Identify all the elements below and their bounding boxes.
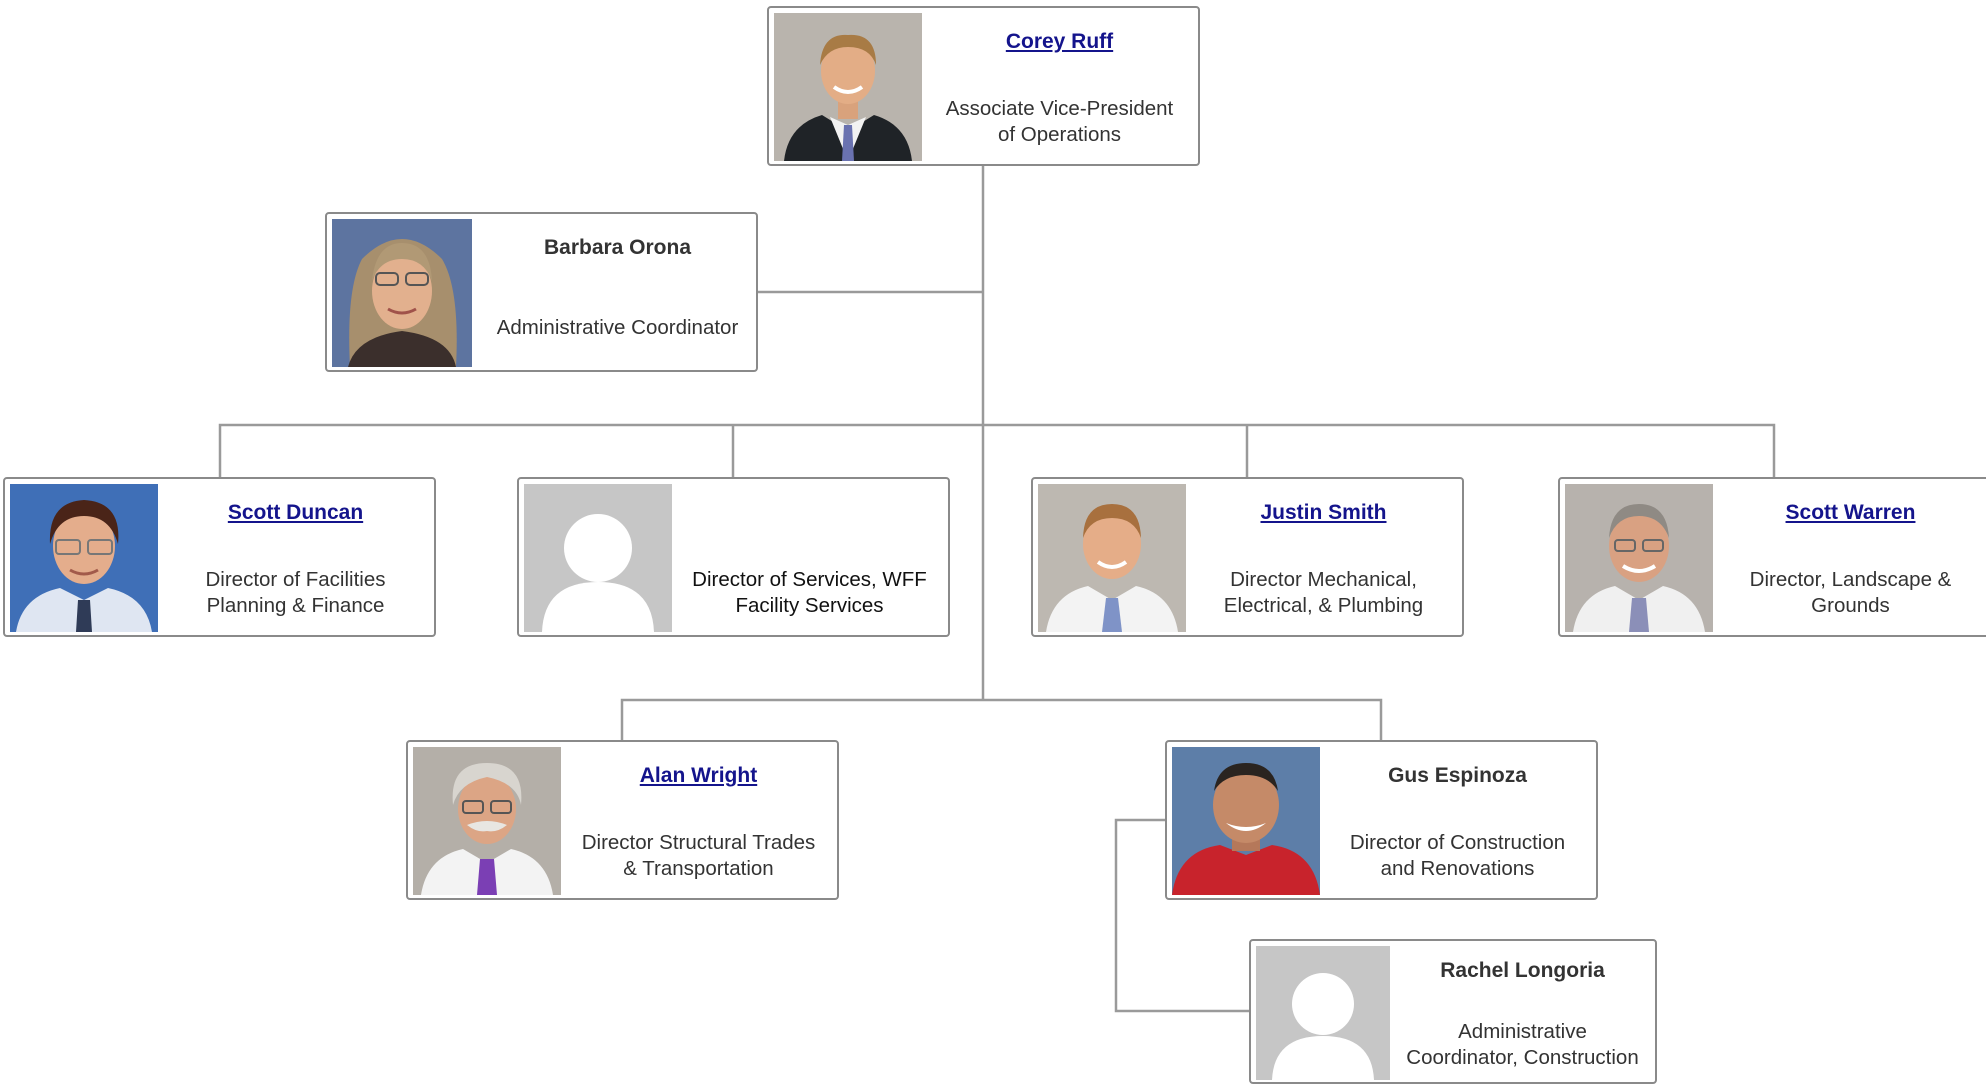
- title-rachel-longoria: Administrative Coordinator, Construction: [1406, 1020, 1639, 1069]
- title-scott-duncan: Director of Facilities Planning & Financ…: [205, 568, 386, 617]
- photo-scott-warren: [1565, 484, 1713, 632]
- connector-directors-bus: [218, 423, 1776, 477]
- connector-rachel: [1114, 818, 1249, 1013]
- title-alan-wright: Director Structural Trades & Transportat…: [581, 831, 816, 880]
- photo-alan-wright: [413, 747, 561, 895]
- card-director-of-services: Director of Services, WFF Facility Servi…: [517, 477, 950, 637]
- title-scott-warren: Director, Landscape & Grounds: [1749, 568, 1952, 617]
- placeholder-avatar-icon: [1256, 946, 1390, 1080]
- photo-justin-smith: [1038, 484, 1186, 632]
- title-justin-smith: Director Mechanical, Electrical, & Plumb…: [1223, 568, 1424, 617]
- name-gus-espinoza: Gus Espinoza: [1388, 764, 1527, 787]
- link-corey-ruff[interactable]: Corey Ruff: [1005, 30, 1114, 53]
- card-scott-warren: Scott Warren Director, Landscape & Groun…: [1558, 477, 1986, 637]
- link-justin-smith[interactable]: Justin Smith: [1260, 501, 1387, 524]
- photo-corey-ruff: [774, 13, 922, 161]
- title-gus-espinoza: Director of Construction and Renovations: [1349, 831, 1566, 880]
- link-scott-duncan[interactable]: Scott Duncan: [227, 501, 364, 524]
- link-scott-warren[interactable]: Scott Warren: [1785, 501, 1916, 524]
- card-rachel-longoria: Rachel Longoria Administrative Coordinat…: [1249, 939, 1657, 1084]
- card-scott-duncan: Scott Duncan Director of Facilities Plan…: [3, 477, 436, 637]
- title-barbara-orona: Administrative Coordinator: [496, 316, 739, 339]
- card-justin-smith: Justin Smith Director Mechanical, Electr…: [1031, 477, 1464, 637]
- card-gus-espinoza: Gus Espinoza Director of Construction an…: [1165, 740, 1598, 900]
- title-corey-ruff: Associate Vice-President of Operations: [945, 97, 1174, 146]
- card-alan-wright: Alan Wright Director Structural Trades &…: [406, 740, 839, 900]
- photo-scott-duncan: [10, 484, 158, 632]
- link-alan-wright[interactable]: Alan Wright: [639, 764, 758, 787]
- card-corey-ruff: Corey Ruff Associate Vice-President of O…: [767, 6, 1200, 166]
- placeholder-avatar-icon: [524, 484, 672, 632]
- title-director-of-services: Director of Services, WFF Facility Servi…: [692, 568, 927, 617]
- photo-barbara-orona: [332, 219, 472, 367]
- connector-second-bus: [620, 698, 1383, 740]
- card-barbara-orona: Barbara Orona Administrative Coordinator: [325, 212, 758, 372]
- name-rachel-longoria: Rachel Longoria: [1440, 959, 1605, 982]
- name-barbara-orona: Barbara Orona: [543, 236, 692, 259]
- photo-gus-espinoza: [1172, 747, 1320, 895]
